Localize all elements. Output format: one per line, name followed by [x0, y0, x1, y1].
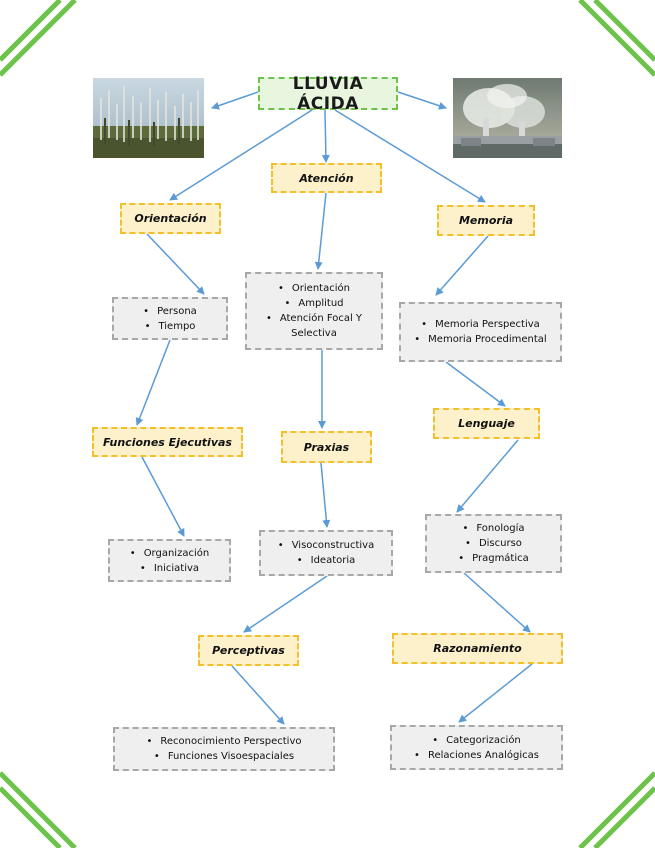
arrow-title-image-right [397, 91, 447, 110]
category-atencion: Atención [271, 163, 382, 193]
list-item: Ideatoria [278, 553, 374, 568]
arrow-praxias-list-perceptivas [243, 575, 328, 633]
list-funciones-ejecutivas: Organización Iniciativa [108, 539, 231, 582]
arrow-title-orientacion [169, 109, 313, 201]
category-funciones-ejecutivas: Funciones Ejecutivas [92, 427, 243, 457]
main-title: LLUVIA ÁCIDA [258, 74, 398, 114]
arrow-razonamiento-list [458, 663, 533, 723]
arrow-memoria-list [435, 235, 489, 296]
arrow-title-atencion [321, 109, 330, 163]
category-memoria: Memoria [437, 205, 535, 236]
list-item: Relaciones Analógicas [414, 748, 539, 763]
list-memoria: Memoria Perspectiva Memoria Procedimenta… [399, 302, 562, 362]
arrow-orientacion-list-funciones [135, 339, 171, 426]
arrow-funciones-list [141, 456, 185, 537]
arrow-memoria-list-lenguaje [445, 361, 506, 407]
arrow-praxias-list [320, 462, 331, 528]
arrow-lenguaje-list [456, 439, 519, 513]
category-razonamiento: Razonamiento [392, 633, 563, 664]
arrow-orientacion-list [146, 233, 205, 295]
list-perceptivas: Reconocimiento Perspectivo Funciones Vis… [113, 727, 335, 771]
list-lenguaje: Fonología Discurso Pragmática [425, 514, 562, 573]
list-item: Atención Focal Y Selectiva [247, 311, 381, 341]
category-perceptivas: Perceptivas [198, 635, 299, 666]
list-item: Memoria Perspectiva [414, 317, 546, 332]
arrow-title-image-left [211, 91, 259, 110]
list-item: Reconocimiento Perspectivo [146, 734, 301, 749]
list-item: Organización [130, 546, 210, 561]
arrow-lenguaje-list-razonamiento [463, 572, 531, 633]
list-razonamiento: Categorización Relaciones Analógicas [390, 725, 563, 770]
forest-image [93, 78, 204, 158]
arrow-perceptivas-list [231, 665, 285, 725]
list-praxias: Visoconstructiva Ideatoria [259, 530, 393, 576]
list-item: Categorización [414, 733, 539, 748]
list-item: Funciones Visoespaciales [146, 749, 301, 764]
arrow-title-memoria [334, 109, 486, 203]
list-atencion: Orientación Amplitud Atención Focal Y Se… [245, 272, 383, 350]
list-item: Memoria Procedimental [414, 332, 547, 347]
category-orientacion: Orientación [120, 203, 221, 234]
arrow-atencion-list [314, 192, 327, 270]
list-item: Pragmática [458, 551, 529, 566]
list-item: Tiempo [143, 319, 197, 334]
list-orientacion: Persona Tiempo [112, 297, 228, 340]
list-item: Visoconstructiva [278, 538, 375, 553]
list-item: Orientación [247, 281, 381, 296]
list-item: Fonología [458, 521, 529, 536]
list-item: Iniciativa [130, 561, 209, 576]
list-item: Amplitud [247, 296, 381, 311]
list-item: Persona [143, 304, 197, 319]
list-item: Discurso [458, 536, 529, 551]
category-praxias: Praxias [281, 431, 372, 463]
factory-image [453, 78, 562, 158]
category-lenguaje: Lenguaje [433, 408, 540, 439]
